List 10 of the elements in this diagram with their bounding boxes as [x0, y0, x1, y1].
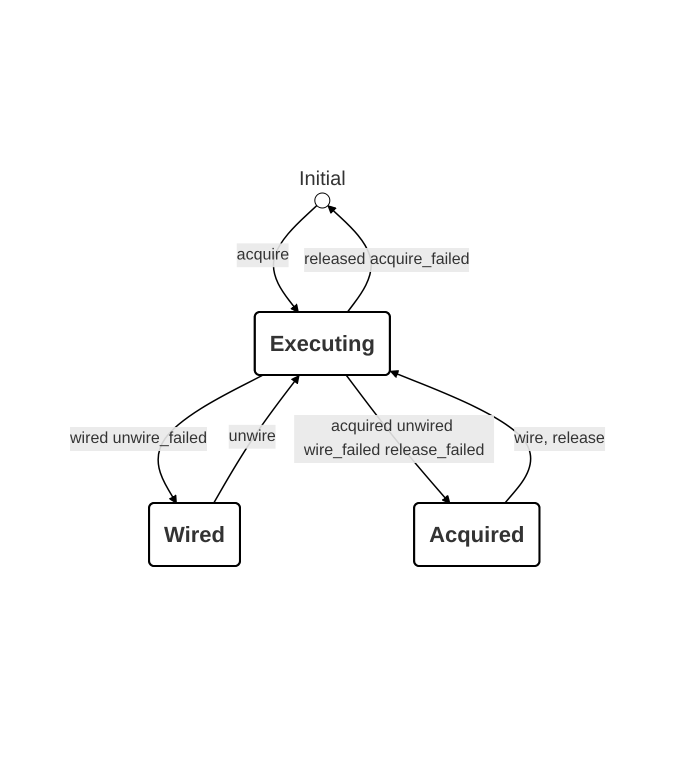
- edge-label: wire, release: [514, 430, 604, 446]
- edge-label: unwire: [228, 427, 276, 444]
- arrow: [212, 374, 300, 504]
- edge-label: wired unwire_failed: [70, 430, 207, 446]
- node-circle: [314, 192, 330, 208]
- edge-label: acquired unwired wire_failed release_failed: [303, 418, 484, 458]
- arrow: [390, 370, 531, 504]
- edge-label: acquire: [236, 246, 289, 263]
- node-caption: Initial: [298, 168, 346, 190]
- edge-label: released acquire_failed: [304, 250, 470, 268]
